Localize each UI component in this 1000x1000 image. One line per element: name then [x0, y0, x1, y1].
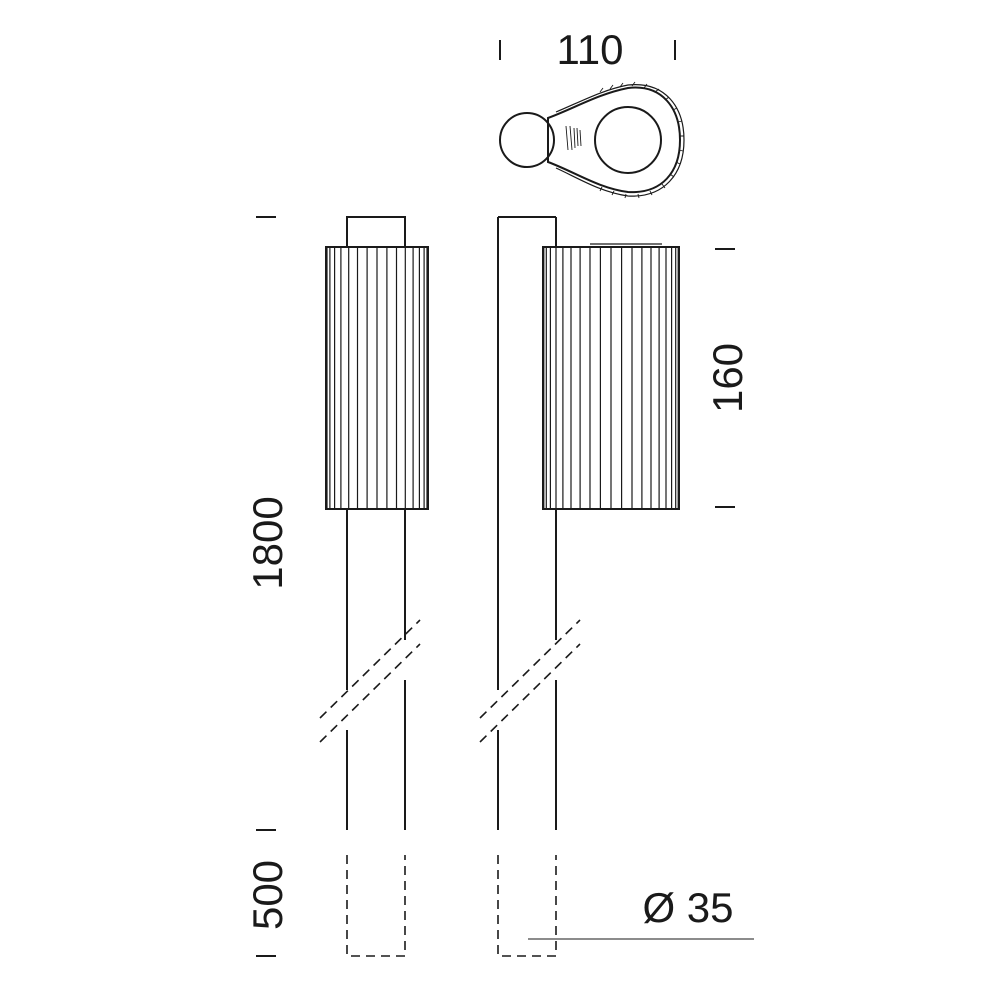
pole-cap-circle [499, 112, 555, 168]
dim-ground-depth-label: 500 [244, 860, 291, 930]
front-top-cap [346, 216, 406, 248]
side-head-ribs [543, 247, 679, 509]
side-break-line-1 [479, 619, 581, 719]
front-break-line-2 [319, 643, 421, 743]
dim-pole-diameter-label: Ø 35 [642, 884, 733, 931]
top-view: 110 [499, 26, 685, 199]
dim-head-width-label: 110 [557, 26, 624, 73]
side-view [479, 216, 680, 957]
dimension-annotations: 1800 500 160 Ø 35 [244, 216, 754, 957]
dim-total-height-label: 1800 [244, 496, 291, 589]
head-rib-texture [599, 81, 684, 199]
lens-circle [594, 106, 662, 174]
head-ribbed-edge [555, 84, 685, 197]
side-ground-section [497, 855, 557, 957]
side-break-line-2 [479, 643, 581, 743]
front-view [319, 216, 429, 957]
dim-head-height-label: 160 [704, 343, 751, 413]
front-break-line-1 [319, 619, 421, 719]
head-body-outline [547, 86, 682, 194]
front-ground-section [346, 855, 406, 957]
brand-mark-icon [565, 125, 582, 151]
front-head-ribs [326, 247, 428, 509]
